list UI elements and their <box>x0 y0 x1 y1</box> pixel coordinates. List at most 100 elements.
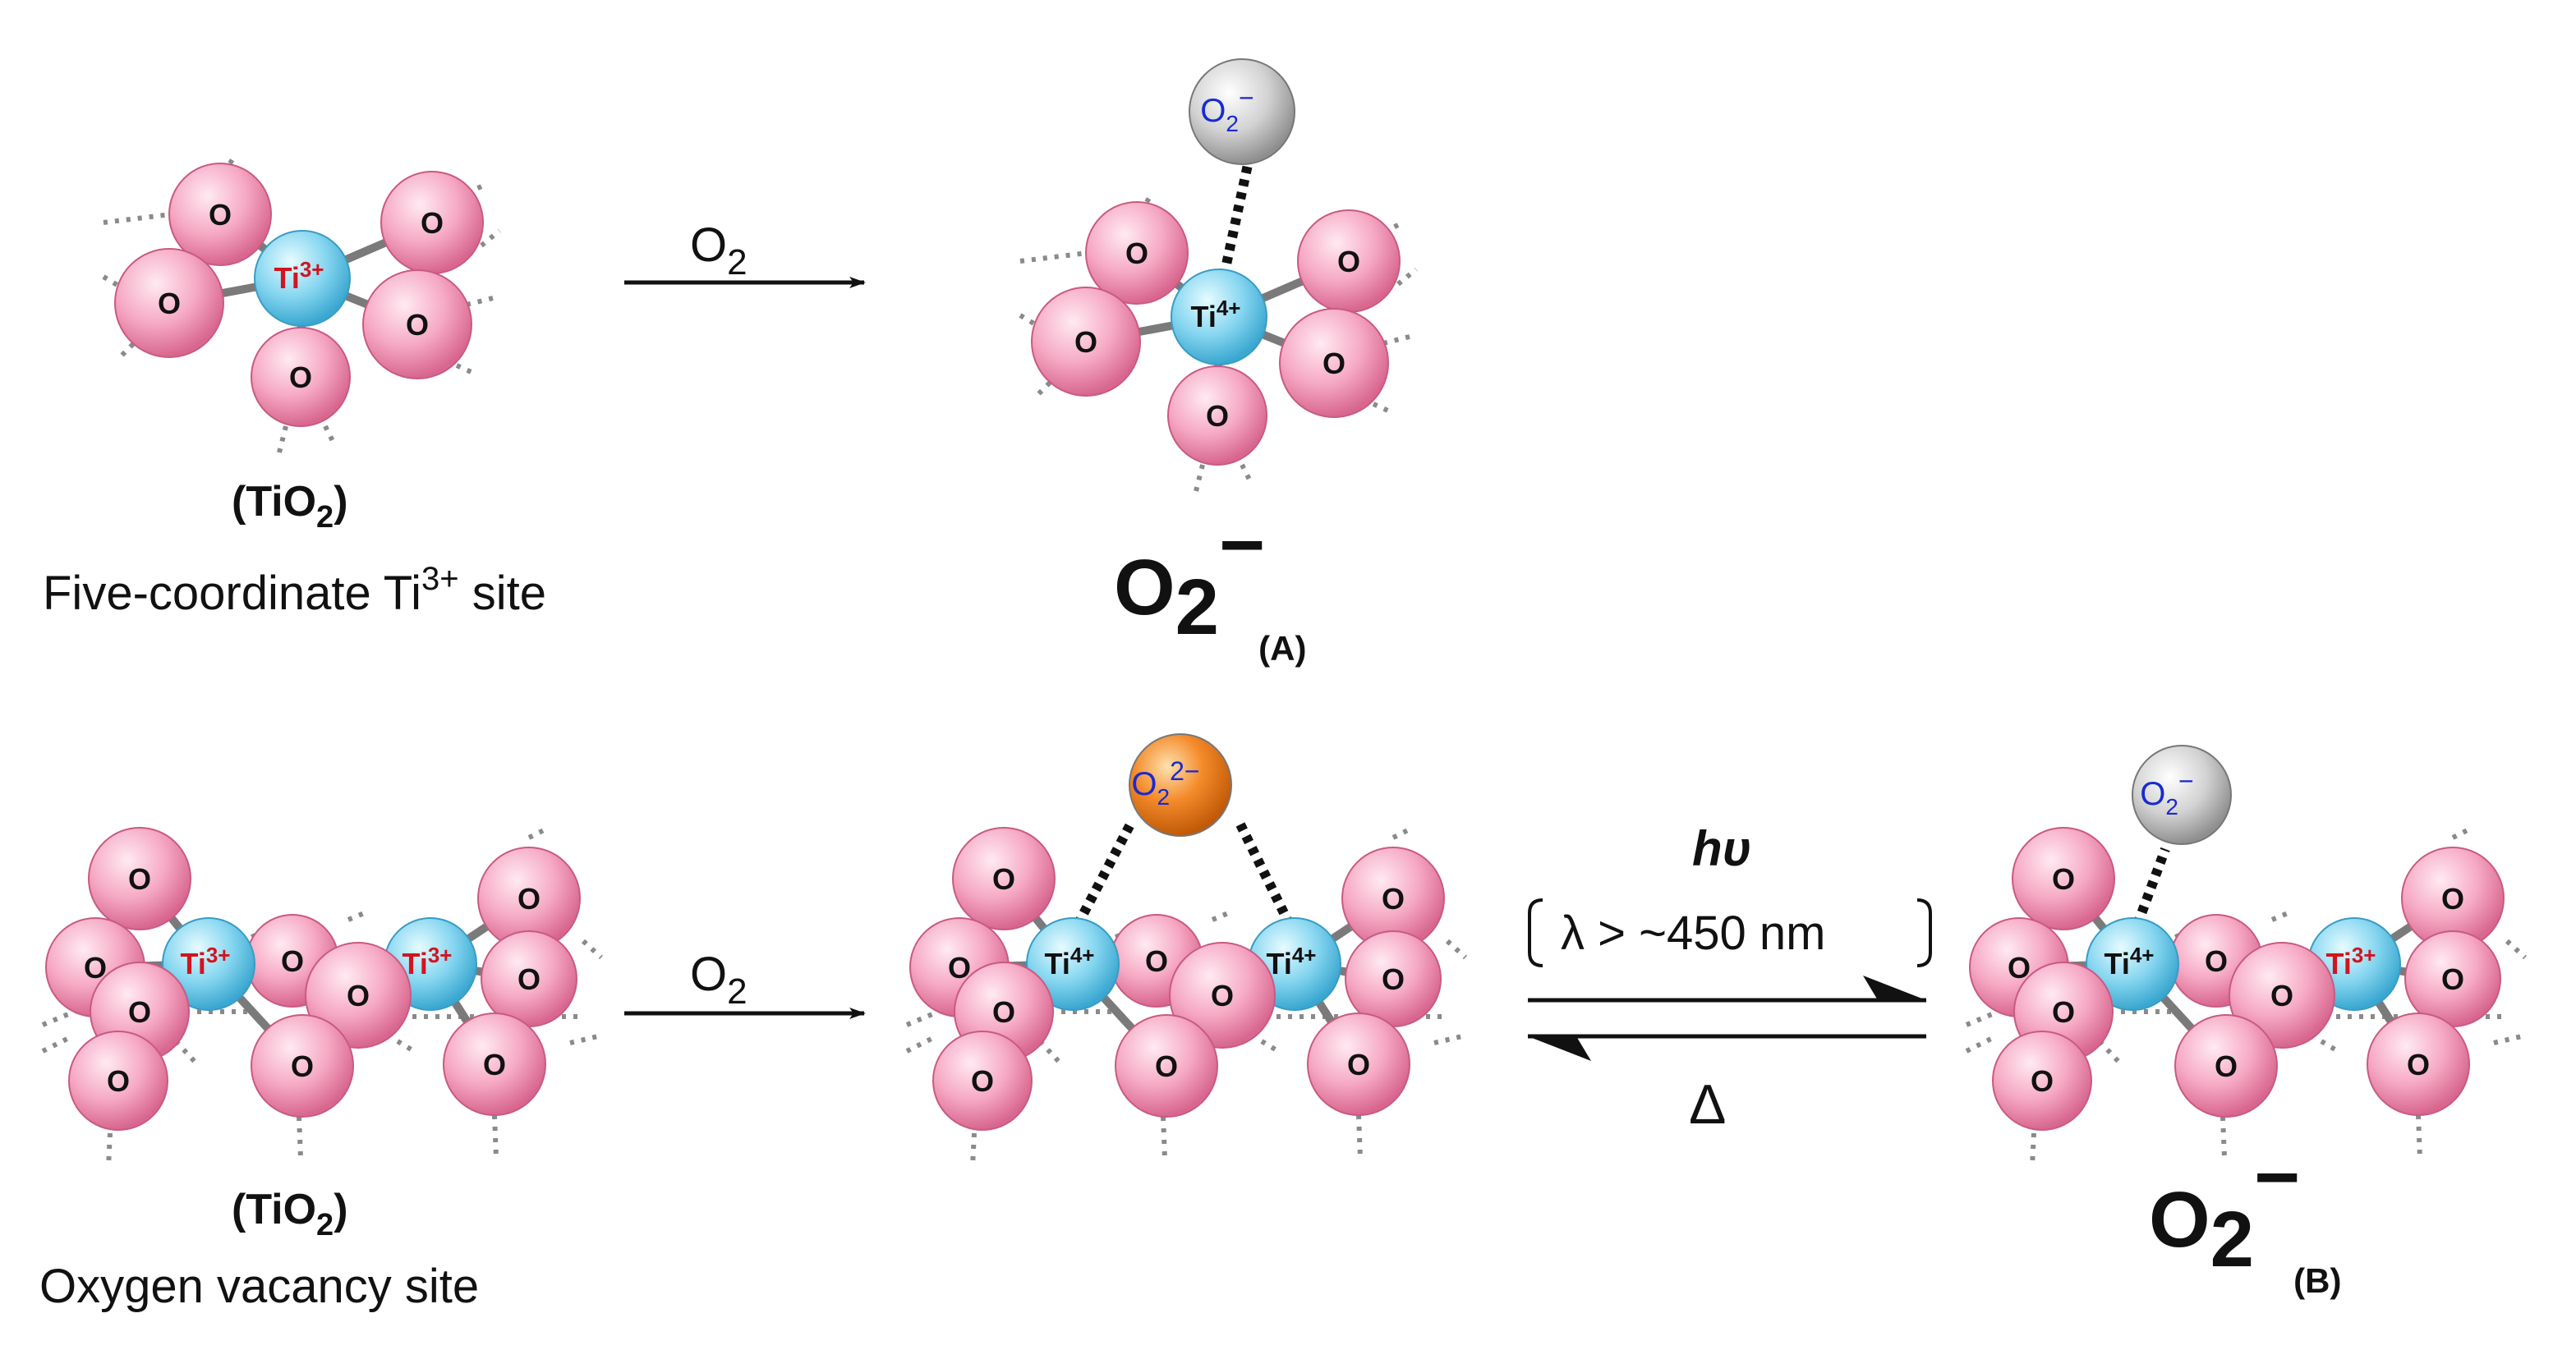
oxygen-label: O <box>1125 236 1148 270</box>
lattice-extension <box>1144 192 1154 204</box>
titanium-atom: Ti3+ <box>162 917 255 1011</box>
oxygen-label: O <box>2270 979 2293 1013</box>
lattice-extension <box>970 1132 977 1167</box>
wavelength-condition: λ > ~450 nm <box>1561 907 1825 960</box>
bottom-site-caption: Oxygen vacancy site <box>39 1260 479 1313</box>
oxygen-label: O <box>1145 944 1168 978</box>
top-substrate-label: (TiO2) <box>232 478 348 535</box>
lattice-extension <box>1019 313 1038 328</box>
lattice-extension <box>466 294 500 307</box>
lattice-extension <box>297 1116 303 1159</box>
titanium-label: Ti3+ <box>181 943 231 980</box>
lattice-extension <box>173 1039 200 1067</box>
lattice-extension <box>1192 464 1205 498</box>
lattice-extension <box>323 425 336 444</box>
lattice-extension <box>1037 1039 1064 1067</box>
oxygen-atom: O <box>477 847 581 950</box>
lattice-extension <box>1433 1034 1463 1045</box>
titanium-label: Ti4+ <box>2104 943 2155 980</box>
lattice-extension <box>1377 223 1400 237</box>
oxygen-label: O <box>158 287 181 320</box>
oxygen-atom: O <box>2229 942 2335 1049</box>
oxygen-atom: O <box>1031 287 1141 397</box>
oxygen-label: O <box>483 1048 506 1081</box>
titanium-label: Ti4+ <box>1191 296 1241 333</box>
oxygen-label: O <box>2441 962 2464 996</box>
adsorbate-label: O2− <box>1200 83 1254 136</box>
forward-arrow-half-head <box>1863 976 1926 1000</box>
lattice-extension <box>347 909 370 922</box>
oxygen-atom: O <box>481 930 577 1027</box>
lattice-extension <box>1240 463 1253 483</box>
lattice-extension <box>1965 1034 1998 1054</box>
lattice-extension <box>2493 1034 2523 1045</box>
oxygen-label: O <box>421 206 444 240</box>
lattice-extension <box>1372 402 1393 415</box>
peroxide-adsorbate: O22− <box>1129 733 1232 837</box>
oxygen-atom: O <box>1345 930 1442 1027</box>
oxygen-atom: O <box>932 1031 1033 1131</box>
lattice-extension <box>102 274 122 289</box>
oxygen-atom: O <box>380 171 484 274</box>
lattice-extension <box>1356 1114 1363 1159</box>
oxygen-atom: O <box>1279 308 1389 418</box>
titanium-label: Ti3+ <box>2326 943 2376 980</box>
lattice-extension <box>1211 909 1234 922</box>
thermal-condition: Δ <box>1689 1073 1726 1136</box>
oxygen-label: O <box>518 962 540 996</box>
photo-condition: hυ <box>1692 821 1751 876</box>
lattice-extension <box>1034 380 1052 398</box>
lattice-extension <box>2220 1116 2227 1159</box>
lattice-extension <box>492 1114 499 1159</box>
reverse-arrow-half-head <box>1528 1036 1591 1061</box>
oxygen-label: O <box>1206 399 1229 433</box>
lattice-extension <box>527 827 547 840</box>
oxygen-label: O <box>209 198 232 232</box>
oxygen-label: O <box>406 308 429 342</box>
lattice-extension <box>228 154 237 165</box>
oxygen-atom: O <box>1169 942 1276 1049</box>
oxygen-atom: O <box>2404 930 2501 1027</box>
lattice-extension <box>460 184 483 199</box>
oxygen-label: O <box>992 862 1015 896</box>
oxygen-atom: O <box>1167 365 1267 466</box>
oxygen-atom: O <box>1085 201 1189 305</box>
lattice-extension <box>2097 1039 2123 1067</box>
lattice-extension <box>455 363 476 376</box>
oxygen-atom: O <box>114 248 224 358</box>
oxygen-label: O <box>2441 882 2464 916</box>
lattice-extension <box>41 1034 74 1054</box>
oxygen-label: O <box>1382 962 1405 996</box>
oxygen-label: O <box>347 979 370 1013</box>
titanium-atom: Ti3+ <box>254 230 351 327</box>
equilibrium-arrows <box>1528 976 1926 1061</box>
oxygen-atom: O <box>251 1014 354 1118</box>
lattice-extension <box>1382 333 1417 346</box>
oxygen-label: O <box>1382 882 1405 916</box>
adsorbate-bond <box>1235 822 1295 927</box>
lattice-extension <box>1260 1039 1280 1054</box>
superoxide-adsorbate: O2− <box>1189 58 1295 165</box>
titanium-label: Ti4+ <box>1045 943 1095 980</box>
lattice-extension <box>581 939 604 960</box>
oxygen-label: O <box>1211 979 1234 1013</box>
adsorbate-bond <box>1219 159 1254 278</box>
lattice-extension <box>1019 250 1088 264</box>
oxygen-label: O <box>971 1064 994 1098</box>
bottom-arrow-reagent: O2 <box>690 948 748 1012</box>
lattice-extension <box>480 228 501 248</box>
oxygen-label: O <box>1074 325 1097 359</box>
lattice-extension <box>2270 909 2293 922</box>
oxygen-label: O <box>1155 1049 1178 1083</box>
oxygen-label: O <box>128 862 151 896</box>
superoxide-adsorbate: O2− <box>2132 745 2232 845</box>
oxygen-label: O <box>1322 347 1346 380</box>
lattice-extension <box>1396 267 1418 287</box>
oxygen-label: O <box>2215 1049 2238 1083</box>
adsorbate-label: O2− <box>2140 766 2193 820</box>
oxygen-label: O <box>2052 995 2075 1029</box>
